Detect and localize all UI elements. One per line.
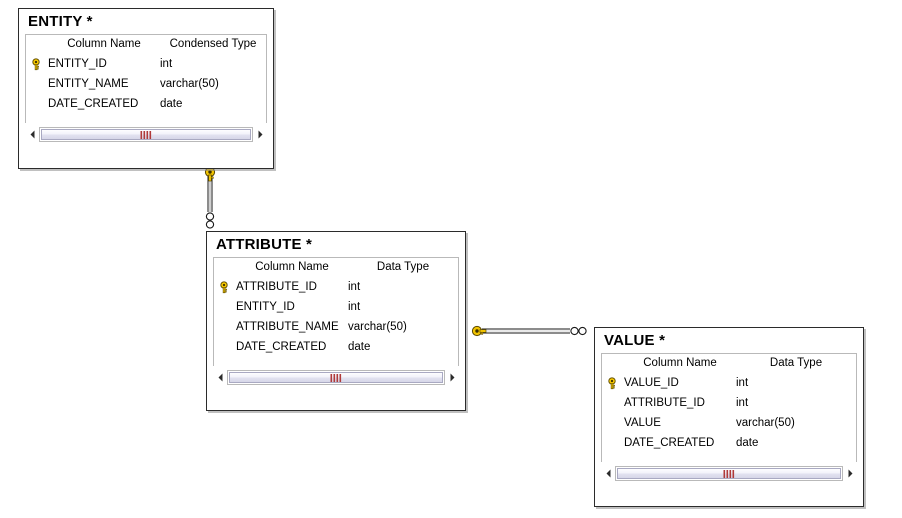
table-node-value[interactable]: VALUE * Column Name Data Type — [594, 327, 864, 507]
column-header-column-name: Column Name — [67, 38, 141, 50]
column-header-key — [214, 258, 236, 277]
table-header-row: Column Name Data Type — [602, 354, 856, 373]
horizontal-scrollbar[interactable] — [213, 370, 459, 385]
scroll-grip — [723, 469, 734, 478]
column-header-column-name: Column Name — [255, 261, 329, 273]
primary-key-cell — [214, 277, 236, 297]
scroll-right-icon[interactable] — [843, 466, 857, 481]
cell-column-type: date — [736, 437, 759, 449]
table-empty-row — [214, 357, 458, 366]
table-empty-row — [26, 114, 266, 123]
cell-column-type: varchar(50) — [736, 417, 795, 429]
scroll-right-icon[interactable] — [445, 370, 459, 385]
table-row[interactable]: DATE_CREATED date — [602, 433, 856, 453]
table-row[interactable]: ATTRIBUTE_NAME varchar(50) — [214, 317, 458, 337]
scroll-left-icon[interactable] — [601, 466, 615, 481]
cell-column-name: ENTITY_ID — [236, 301, 295, 313]
cell-column-type: int — [348, 281, 361, 293]
horizontal-scrollbar[interactable] — [25, 127, 267, 142]
table-row[interactable]: ENTITY_NAME varchar(50) — [26, 74, 266, 94]
primary-key-icon — [31, 57, 40, 70]
key-cell-empty — [214, 297, 236, 317]
table-grid-value: Column Name Data Type VALUE_ID — [601, 353, 857, 462]
table-row[interactable]: DATE_CREATED date — [26, 94, 266, 114]
table-title-value: VALUE * — [595, 328, 863, 353]
table-grid-attribute: Column Name Data Type ATTRIBUTE_ID — [213, 257, 459, 366]
table-row[interactable]: ATTRIBUTE_ID int — [602, 393, 856, 413]
cell-column-name: VALUE — [624, 417, 661, 429]
table-title-entity: ENTITY * — [19, 9, 273, 34]
key-cell-empty — [26, 74, 48, 94]
column-header-column-name: Column Name — [643, 357, 717, 369]
table-row[interactable]: ATTRIBUTE_ID int — [214, 277, 458, 297]
table-header-row: Column Name Condensed Type — [26, 35, 266, 54]
scrollbar-track[interactable] — [615, 466, 843, 481]
scrollbar-track[interactable] — [39, 127, 253, 142]
horizontal-scrollbar[interactable] — [601, 466, 857, 481]
column-header-key — [26, 35, 48, 54]
cell-column-name: DATE_CREATED — [624, 437, 715, 449]
scrollbar-thumb[interactable] — [229, 372, 443, 383]
key-cell-empty — [602, 433, 624, 453]
primary-key-icon — [219, 280, 228, 293]
table-row[interactable]: VALUE_ID int — [602, 373, 856, 393]
relationship-key-icon — [204, 166, 216, 182]
scroll-grip — [330, 373, 341, 382]
table-row[interactable]: ENTITY_ID int — [26, 54, 266, 74]
relationship-entity-attribute — [204, 166, 216, 229]
scroll-right-icon[interactable] — [253, 127, 267, 142]
relationship-attribute-value — [471, 325, 587, 337]
column-header-type: Data Type — [769, 357, 823, 369]
cell-column-type: int — [736, 377, 749, 389]
cell-column-type: int — [160, 58, 173, 70]
table-node-attribute[interactable]: ATTRIBUTE * Column Name Data Type — [206, 231, 466, 411]
relationship-many-notation — [205, 212, 215, 229]
relationship-many-notation — [570, 326, 587, 336]
scroll-left-icon[interactable] — [25, 127, 39, 142]
key-cell-empty — [214, 337, 236, 357]
primary-key-icon — [607, 376, 616, 389]
column-header-key — [602, 354, 624, 373]
cell-column-type: date — [348, 341, 371, 353]
table-row[interactable]: VALUE varchar(50) — [602, 413, 856, 433]
scroll-left-icon[interactable] — [213, 370, 227, 385]
scrollbar-thumb[interactable] — [41, 129, 251, 140]
table-grid-entity: Column Name Condensed Type ENTITY_ID — [25, 34, 267, 123]
table-node-entity[interactable]: ENTITY * Column Name Condensed Type — [18, 8, 274, 169]
cell-column-name: ENTITY_ID — [48, 58, 107, 70]
primary-key-cell — [602, 373, 624, 393]
cell-column-name: ATTRIBUTE_ID — [624, 397, 705, 409]
column-header-type: Data Type — [376, 261, 430, 273]
key-cell-empty — [602, 393, 624, 413]
cell-column-name: DATE_CREATED — [236, 341, 327, 353]
table-row[interactable]: DATE_CREATED date — [214, 337, 458, 357]
table-header-row: Column Name Data Type — [214, 258, 458, 277]
scrollbar-thumb[interactable] — [617, 468, 841, 479]
cell-column-type: int — [348, 301, 361, 313]
cell-column-type: int — [736, 397, 749, 409]
column-header-type: Condensed Type — [169, 38, 257, 50]
scroll-grip — [140, 130, 151, 139]
cell-column-type: varchar(50) — [348, 321, 407, 333]
key-cell-empty — [26, 94, 48, 114]
table-row[interactable]: ENTITY_ID int — [214, 297, 458, 317]
relationship-key-icon — [471, 325, 487, 337]
table-title-attribute: ATTRIBUTE * — [207, 232, 465, 257]
cell-column-name: DATE_CREATED — [48, 98, 139, 110]
primary-key-cell — [26, 54, 48, 74]
cell-column-name: ATTRIBUTE_NAME — [236, 321, 339, 333]
scrollbar-track[interactable] — [227, 370, 445, 385]
cell-column-name: ATTRIBUTE_ID — [236, 281, 317, 293]
cell-column-type: varchar(50) — [160, 78, 219, 90]
table-empty-row — [602, 453, 856, 462]
cell-column-name: VALUE_ID — [624, 377, 679, 389]
key-cell-empty — [602, 413, 624, 433]
cell-column-type: date — [160, 98, 183, 110]
cell-column-name: ENTITY_NAME — [48, 78, 129, 90]
key-cell-empty — [214, 317, 236, 337]
